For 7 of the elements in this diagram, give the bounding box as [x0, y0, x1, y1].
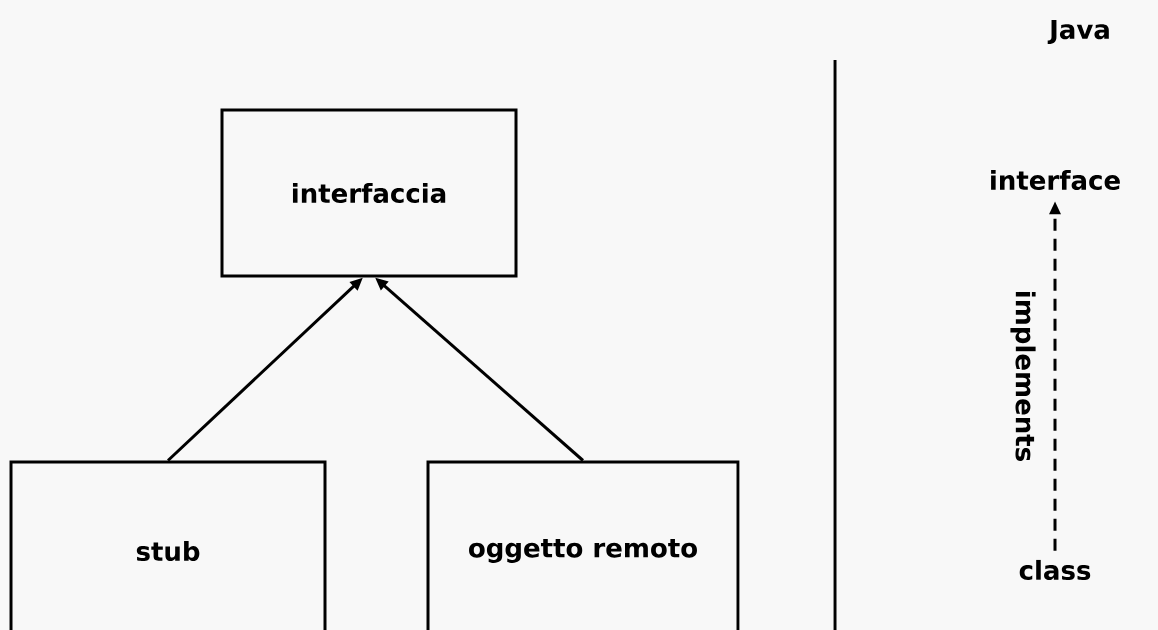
class-box: oggetto remoto: [426, 460, 740, 630]
edge-label: implements: [1010, 292, 1036, 461]
class-box: stub: [9, 460, 327, 630]
class-box: interfaccia: [220, 108, 518, 278]
heading: Java: [1047, 19, 1109, 45]
class-label: interface: [991, 169, 1120, 191]
class-label: class: [1019, 559, 1091, 581]
